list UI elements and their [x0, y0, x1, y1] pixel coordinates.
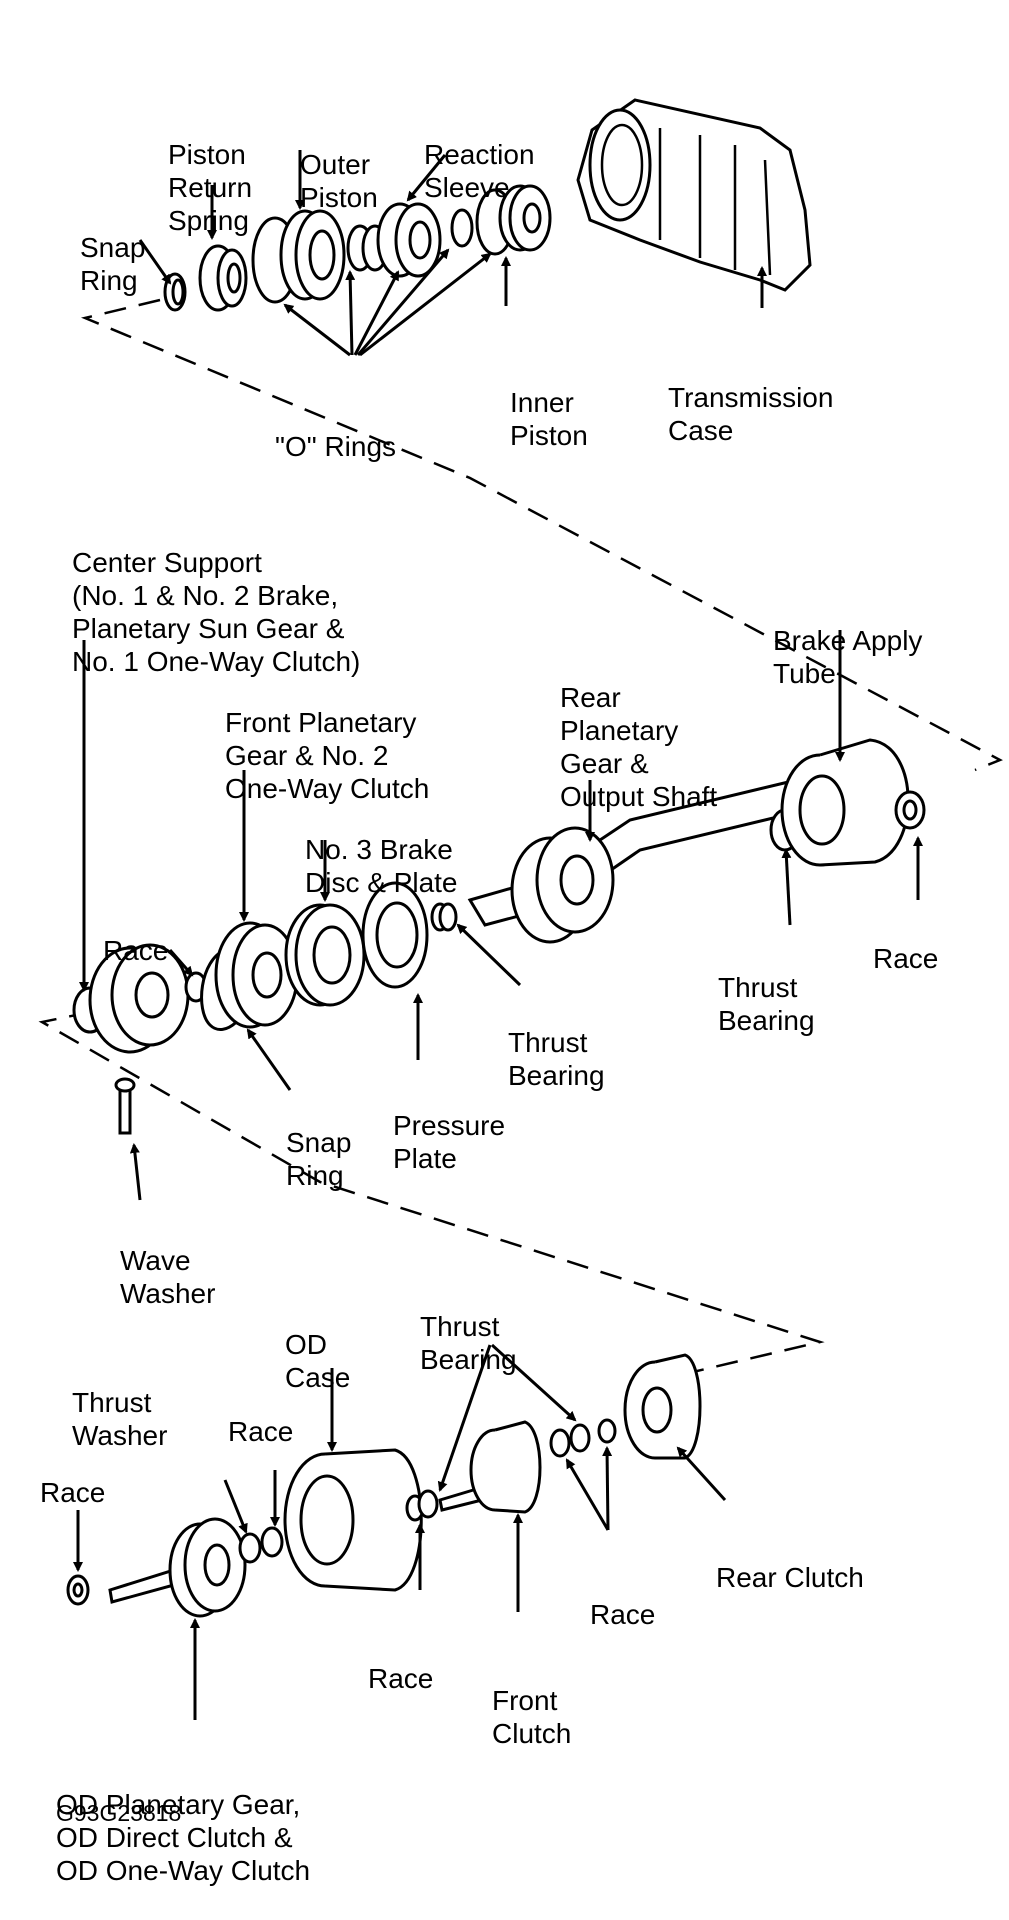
thrust-washer-part [238, 1532, 262, 1564]
reaction-sleeve-part [376, 202, 442, 278]
label-center-support: Center Support(No. 1 & No. 2 Brake,Plane… [72, 547, 361, 677]
front-planetary-gear-part [214, 921, 299, 1029]
label-race-bottom-left: Race [40, 1477, 106, 1508]
transmission-case-part [576, 98, 812, 292]
race-bottom-left-part [66, 1574, 90, 1606]
diagram-artwork [38, 98, 1003, 1720]
rear-clutch-part [623, 1353, 702, 1460]
od-case-part [283, 1448, 423, 1592]
alignment-lines [38, 298, 1003, 1377]
race-bottom-right-pair [549, 1418, 617, 1458]
pressure-plate-part [361, 881, 429, 989]
label-rear-clutch: Rear Clutch [716, 1562, 864, 1593]
callout-arrows-top [138, 150, 767, 357]
label-race-mid-right: Race [873, 943, 939, 974]
brake-apply-tube-part [780, 738, 910, 867]
no3-brake-disc-part [284, 903, 366, 1007]
figure-code: G93G23818 [56, 1800, 182, 1826]
label-o-rings: "O" Rings [275, 431, 397, 462]
inner-piston-part [498, 184, 552, 252]
od-planetary-gear-part [108, 1517, 247, 1618]
thrust-bearing-mid-part [430, 902, 458, 932]
label-race-bottom-right: Race [590, 1599, 656, 1630]
label-race-mid-left: Race [103, 935, 169, 966]
race-bottom-mid-part [405, 1489, 439, 1522]
outer-piston-part [279, 209, 346, 301]
o-ring-small [450, 208, 474, 248]
piston-return-spring-part [198, 244, 248, 312]
label-race-bottom-mid: Race [368, 1663, 434, 1694]
race-mid-right-part [894, 790, 926, 830]
front-clutch-part [438, 1420, 542, 1514]
race-bottom-a-part [260, 1526, 284, 1558]
label-race-bottom-a: Race [228, 1416, 294, 1447]
callout-arrows-middle [79, 630, 923, 1201]
callout-arrows-bottom [73, 1343, 727, 1720]
